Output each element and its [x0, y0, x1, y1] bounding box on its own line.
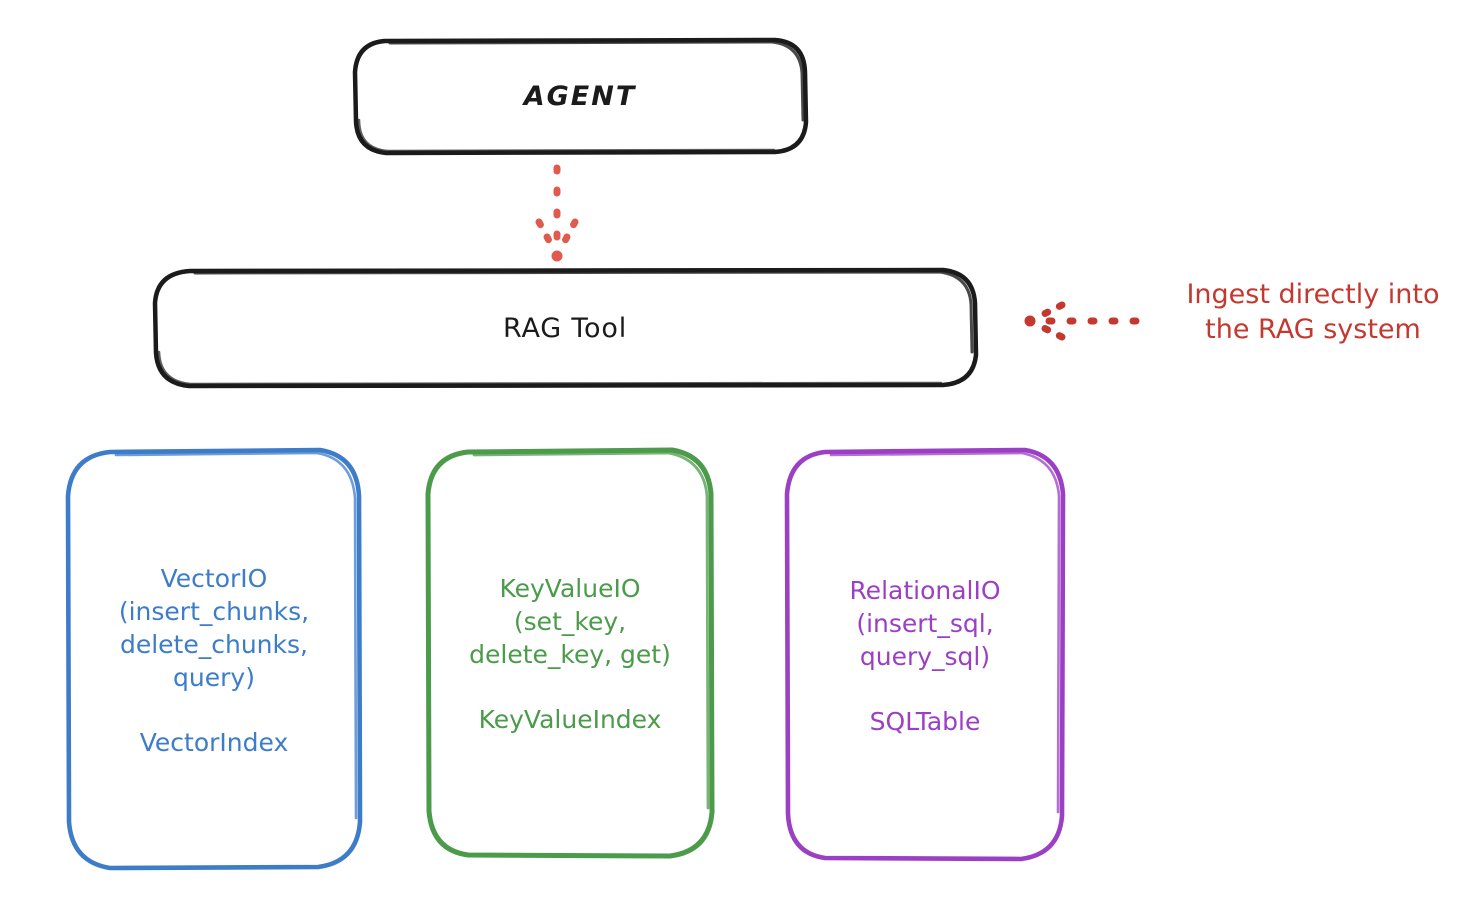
- ingest-note-label: Ingest directly into the RAG system: [1186, 279, 1440, 345]
- rag-tool-label: RAG Tool: [502, 312, 627, 344]
- key-value-io-api-label: KeyValueIO (set_key, delete_key, get): [469, 574, 671, 669]
- note-to-rag-connector: [1024, 301, 1140, 341]
- agent-to-rag-connector: [535, 164, 579, 262]
- vector-io-node[interactable]: VectorIO (insert_chunks, delete_chunks, …: [68, 450, 360, 868]
- relational-io-node[interactable]: RelationalIO (insert_sql, query_sql) SQL…: [787, 450, 1063, 859]
- key-value-io-node[interactable]: KeyValueIO (set_key, delete_key, get) Ke…: [428, 450, 712, 856]
- relational-io-index-label: SQLTable: [869, 706, 981, 736]
- vector-io-index-label: VectorIndex: [139, 727, 289, 757]
- rag-tool-node[interactable]: RAG Tool: [155, 270, 975, 386]
- vector-io-api-label: VectorIO (insert_chunks, delete_chunks, …: [118, 563, 310, 692]
- agent-node[interactable]: AGENT: [355, 40, 805, 153]
- agent-label: AGENT: [523, 81, 637, 112]
- key-value-io-index-label: KeyValueIndex: [478, 705, 662, 734]
- relational-io-api-label: RelationalIO (insert_sql, query_sql): [849, 575, 1001, 671]
